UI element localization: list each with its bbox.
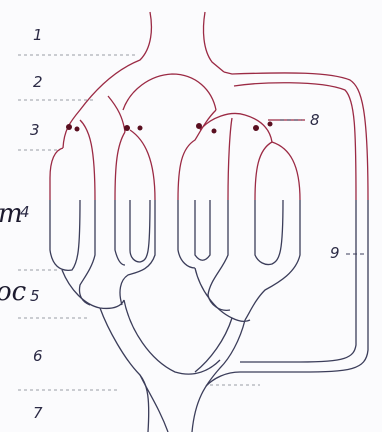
level-label-6: 6 <box>33 347 43 365</box>
edge-fragment-top: m <box>0 199 23 229</box>
branch-dots <box>66 122 273 134</box>
branch-dot <box>253 125 259 131</box>
branch-dot <box>268 122 273 127</box>
level-label-7: 7 <box>33 404 43 422</box>
branch-dot <box>212 129 217 134</box>
level-label-1: 1 <box>33 26 43 44</box>
edge-fragment-bottom: oc <box>0 277 27 307</box>
callout-8-label: 8 <box>310 111 320 129</box>
level-dividers <box>18 55 260 390</box>
level-label-5: 5 <box>30 287 40 305</box>
venous-tree <box>50 200 368 432</box>
level-labels: 1 2 3 4 5 6 7 <box>20 26 43 422</box>
level-label-3: 3 <box>30 121 40 139</box>
branch-dot <box>75 127 80 132</box>
level-label-2: 2 <box>33 73 43 91</box>
branch-dot <box>196 123 202 129</box>
branch-dot <box>138 126 143 131</box>
callout-9-label: 9 <box>330 244 340 262</box>
callout-9: 9 <box>330 244 366 262</box>
branch-dot <box>66 124 72 130</box>
branch-dot <box>124 125 130 131</box>
arterial-tree <box>50 12 368 200</box>
